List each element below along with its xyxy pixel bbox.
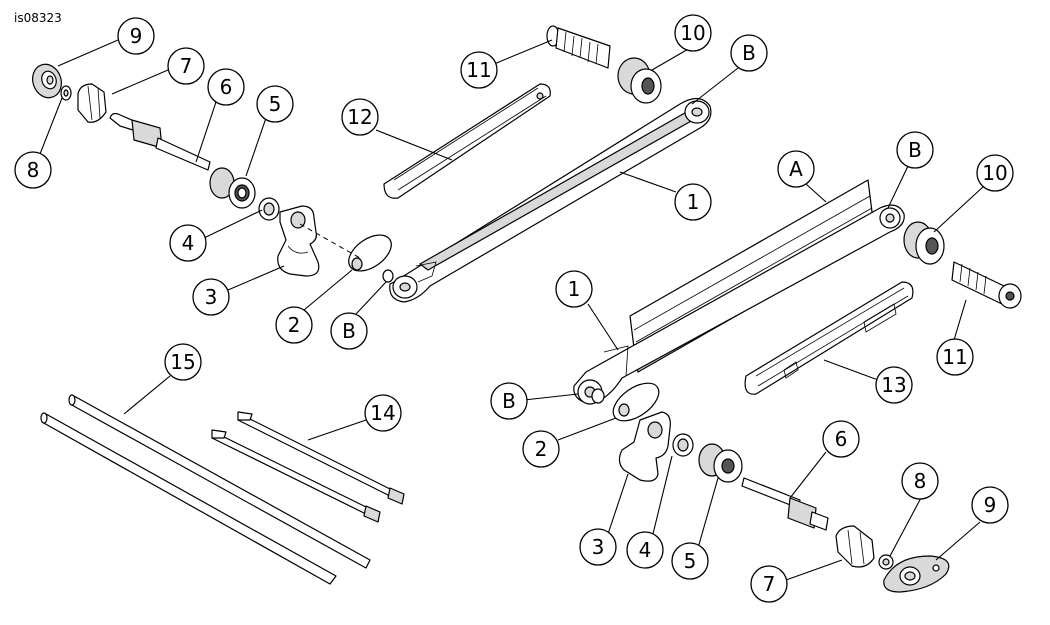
callout: 8 [901, 462, 939, 500]
pin-b-left [382, 269, 394, 283]
callout: 6 [822, 420, 860, 458]
callout: 3 [579, 528, 617, 566]
callout: 1 [674, 183, 712, 221]
svg-text:10: 10 [982, 161, 1007, 185]
svg-text:B: B [908, 138, 922, 162]
callout: 2 [275, 306, 313, 344]
part-12-strip [383, 83, 551, 199]
part-6-right [741, 477, 829, 531]
part-5-right [698, 443, 743, 483]
callout: 12 [341, 98, 379, 136]
svg-text:3: 3 [592, 535, 605, 559]
svg-text:9: 9 [984, 493, 997, 517]
svg-text:11: 11 [466, 58, 491, 82]
callout: 6 [207, 68, 245, 106]
svg-text:3: 3 [205, 285, 218, 309]
callout: 10 [674, 14, 712, 52]
svg-text:1: 1 [568, 277, 581, 301]
callout: 9 [117, 17, 155, 55]
part-14-cable-ties [211, 411, 405, 523]
svg-text:6: 6 [835, 427, 848, 451]
part-10-right [903, 221, 945, 265]
svg-text:B: B [742, 41, 756, 65]
callout: 7 [750, 565, 788, 603]
part-5-left [209, 167, 256, 209]
part-7-right [835, 525, 875, 568]
part-3-left [277, 205, 320, 277]
part-11-right [951, 261, 1022, 309]
part-4-right [672, 433, 694, 457]
callout: B [730, 34, 768, 72]
part-10-upper [617, 57, 662, 104]
svg-text:13: 13 [881, 373, 906, 397]
svg-text:1: 1 [687, 190, 700, 214]
svg-text:8: 8 [27, 158, 40, 182]
figure-id: is08323 [14, 11, 62, 25]
callout: A [777, 150, 815, 188]
part-15-tubes [40, 394, 371, 585]
part-11-upper [546, 25, 611, 69]
callout: 7 [167, 47, 205, 85]
callout: 14 [364, 394, 402, 432]
part-8-right [878, 554, 894, 570]
leader-lines [39, 39, 985, 581]
part-9-right [883, 555, 950, 593]
callout: 5 [256, 85, 294, 123]
callout: 4 [626, 531, 664, 569]
callout: 1 [555, 270, 593, 308]
svg-text:4: 4 [639, 538, 652, 562]
callout: 13 [875, 366, 913, 404]
part-6-left [109, 112, 211, 171]
callout: 15 [164, 343, 202, 381]
svg-text:B: B [502, 389, 516, 413]
part-9-left [32, 63, 62, 99]
callout: 10 [976, 154, 1014, 192]
callout: B [330, 312, 368, 350]
svg-text:14: 14 [370, 401, 395, 425]
part-7-left [77, 83, 107, 123]
callout: 3 [192, 278, 230, 316]
svg-text:9: 9 [130, 24, 143, 48]
part-2-left [348, 234, 392, 272]
part-8-left [60, 85, 72, 101]
svg-text:10: 10 [680, 21, 705, 45]
part-1-arm-upper [389, 97, 712, 303]
svg-text:B: B [342, 319, 356, 343]
svg-text:5: 5 [269, 92, 282, 116]
callout: B [896, 131, 934, 169]
callout: 11 [460, 51, 498, 89]
callout: B [490, 382, 528, 420]
svg-text:12: 12 [347, 105, 372, 129]
part-2-right [612, 382, 660, 422]
svg-text:8: 8 [914, 469, 927, 493]
callout: 9 [971, 486, 1009, 524]
callout: 4 [169, 224, 207, 262]
svg-text:4: 4 [182, 231, 195, 255]
part-1-arm-lower [573, 204, 905, 405]
svg-text:7: 7 [180, 54, 193, 78]
svg-text:2: 2 [535, 437, 548, 461]
callout: 8 [14, 151, 52, 189]
part-4-left [258, 197, 280, 221]
svg-text:5: 5 [684, 549, 697, 573]
part-3-right [618, 411, 671, 482]
callout: 11 [936, 338, 974, 376]
pin-b-right-lower [591, 388, 605, 404]
svg-text:2: 2 [288, 313, 301, 337]
callout: 2 [522, 430, 560, 468]
svg-text:15: 15 [170, 350, 195, 374]
part-13-strip [744, 281, 914, 395]
svg-text:A: A [789, 157, 803, 181]
assembly-line-left [299, 223, 361, 259]
svg-text:7: 7 [763, 572, 776, 596]
svg-text:11: 11 [942, 345, 967, 369]
svg-text:6: 6 [220, 75, 233, 99]
callout: 5 [671, 542, 709, 580]
